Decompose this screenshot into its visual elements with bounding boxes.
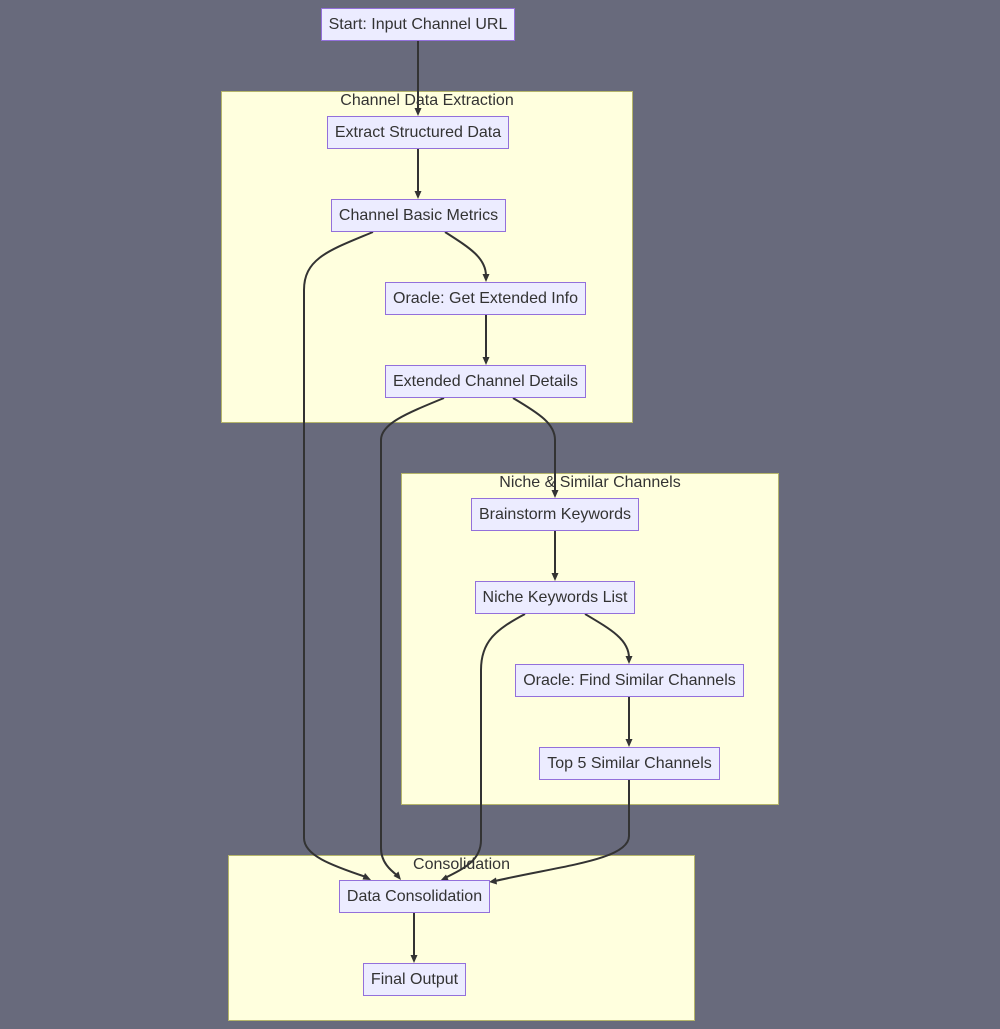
node-oracle-find-similar-channels[interactable]: Oracle: Find Similar Channels [515,664,744,697]
node-start-input-channel-url[interactable]: Start: Input Channel URL [321,8,515,41]
node-extended-channel-details[interactable]: Extended Channel Details [385,365,586,398]
node-oracle-get-extended-info[interactable]: Oracle: Get Extended Info [385,282,586,315]
cluster-title-niche: Niche & Similar Channels [499,474,681,491]
node-channel-basic-metrics[interactable]: Channel Basic Metrics [331,199,506,232]
node-niche-keywords-list[interactable]: Niche Keywords List [475,581,635,614]
node-top-5-similar-channels[interactable]: Top 5 Similar Channels [539,747,720,780]
cluster-title-consolidation: Consolidation [413,856,510,873]
node-brainstorm-keywords[interactable]: Brainstorm Keywords [471,498,639,531]
node-data-consolidation[interactable]: Data Consolidation [339,880,490,913]
cluster-title-extraction: Channel Data Extraction [340,92,514,109]
node-final-output[interactable]: Final Output [363,963,466,996]
node-extract-structured-data[interactable]: Extract Structured Data [327,116,509,149]
